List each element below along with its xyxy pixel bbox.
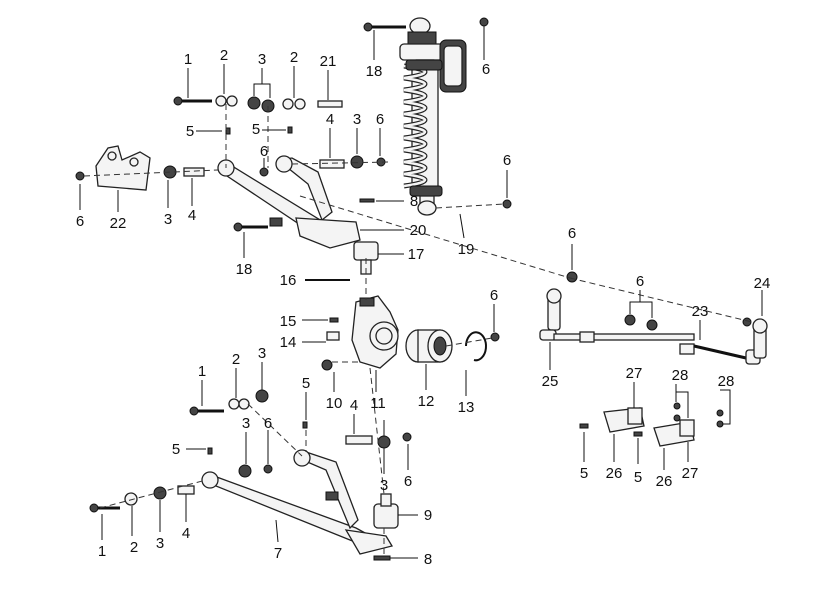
callout-17: 17	[408, 246, 425, 263]
upper-rear-hardware	[75, 126, 386, 232]
mount-brackets	[579, 402, 724, 447]
callout-2: 2	[220, 47, 228, 64]
lower-a-arm	[201, 449, 394, 555]
callout-5: 5	[172, 441, 180, 458]
steering-knuckle	[351, 295, 399, 369]
callout-27: 27	[682, 465, 699, 482]
callout-28: 28	[672, 367, 689, 384]
callout-8: 8	[410, 193, 418, 210]
callout-25: 25	[542, 373, 559, 390]
callout-22: 22	[110, 215, 127, 232]
callout-6: 6	[482, 61, 490, 78]
upper-a-arm	[216, 155, 361, 249]
callout-6: 6	[568, 225, 576, 242]
callout-6: 6	[490, 287, 498, 304]
upper-ball-joint	[353, 198, 379, 275]
callout-12: 12	[418, 393, 435, 410]
callout-16: 16	[280, 272, 297, 289]
callout-3: 3	[353, 111, 361, 128]
callout-14: 14	[280, 334, 297, 351]
shock-upper-bolt	[363, 22, 406, 32]
callout-2: 2	[130, 539, 138, 556]
callout-5: 5	[580, 465, 588, 482]
upper-front-bolt-stack	[173, 95, 343, 113]
lower-hardware	[89, 389, 412, 513]
callout-3: 3	[156, 535, 164, 552]
callout-10: 10	[326, 395, 343, 412]
callout-3: 3	[258, 345, 266, 362]
lower-ball-joint	[373, 493, 399, 561]
callout-15: 15	[280, 313, 297, 330]
callout-13: 13	[458, 399, 475, 416]
callout-6: 6	[260, 143, 268, 160]
callout-19: 19	[458, 241, 475, 258]
stabilizer-link	[539, 271, 768, 365]
callout-labels: 1 2 3 2 21 18 6 5 5 4 3 6 6 6 6 22 3 4 8…	[76, 47, 771, 568]
shock-absorber	[399, 17, 467, 216]
shock-lower-nut	[502, 199, 512, 209]
callout-26: 26	[606, 465, 623, 482]
callout-8: 8	[424, 551, 432, 568]
callout-3: 3	[242, 415, 250, 432]
callout-27: 27	[626, 365, 643, 382]
callout-4: 4	[182, 525, 190, 542]
callout-23: 23	[692, 303, 709, 320]
callout-5: 5	[302, 375, 310, 392]
callout-6: 6	[636, 273, 644, 290]
callout-2: 2	[290, 49, 298, 66]
callout-5: 5	[252, 121, 260, 138]
callout-5: 5	[634, 469, 642, 486]
callout-18: 18	[236, 261, 253, 278]
hub-nut	[490, 332, 500, 342]
leader-lines	[79, 26, 763, 559]
callout-3: 3	[164, 211, 172, 228]
callout-1: 1	[198, 363, 206, 380]
shock-upper-nut	[479, 17, 489, 27]
callout-6: 6	[503, 152, 511, 169]
callout-24: 24	[754, 275, 771, 292]
callout-6: 6	[376, 111, 384, 128]
knuckle-hardware	[305, 279, 350, 371]
callout-26: 26	[656, 473, 673, 490]
callout-3: 3	[380, 477, 388, 494]
callout-28: 28	[718, 373, 735, 390]
callout-6: 6	[404, 473, 412, 490]
callout-1: 1	[98, 543, 106, 560]
wheel-bearing	[405, 329, 453, 363]
callout-4: 4	[326, 111, 334, 128]
callout-18: 18	[366, 63, 383, 80]
callout-6: 6	[264, 415, 272, 432]
callout-4: 4	[188, 207, 196, 224]
callout-11: 11	[370, 395, 386, 412]
circlip	[465, 331, 487, 362]
callout-6: 6	[76, 213, 84, 230]
callout-21: 21	[320, 53, 337, 70]
callout-7: 7	[274, 545, 282, 562]
callout-2: 2	[232, 351, 240, 368]
callout-3: 3	[258, 51, 266, 68]
callout-4: 4	[350, 397, 358, 414]
callout-9: 9	[424, 507, 432, 524]
frame-bracket	[95, 145, 151, 191]
callout-1: 1	[184, 51, 192, 68]
callout-5: 5	[186, 123, 194, 140]
assembly-lines	[83, 104, 753, 556]
callout-20: 20	[410, 222, 427, 239]
